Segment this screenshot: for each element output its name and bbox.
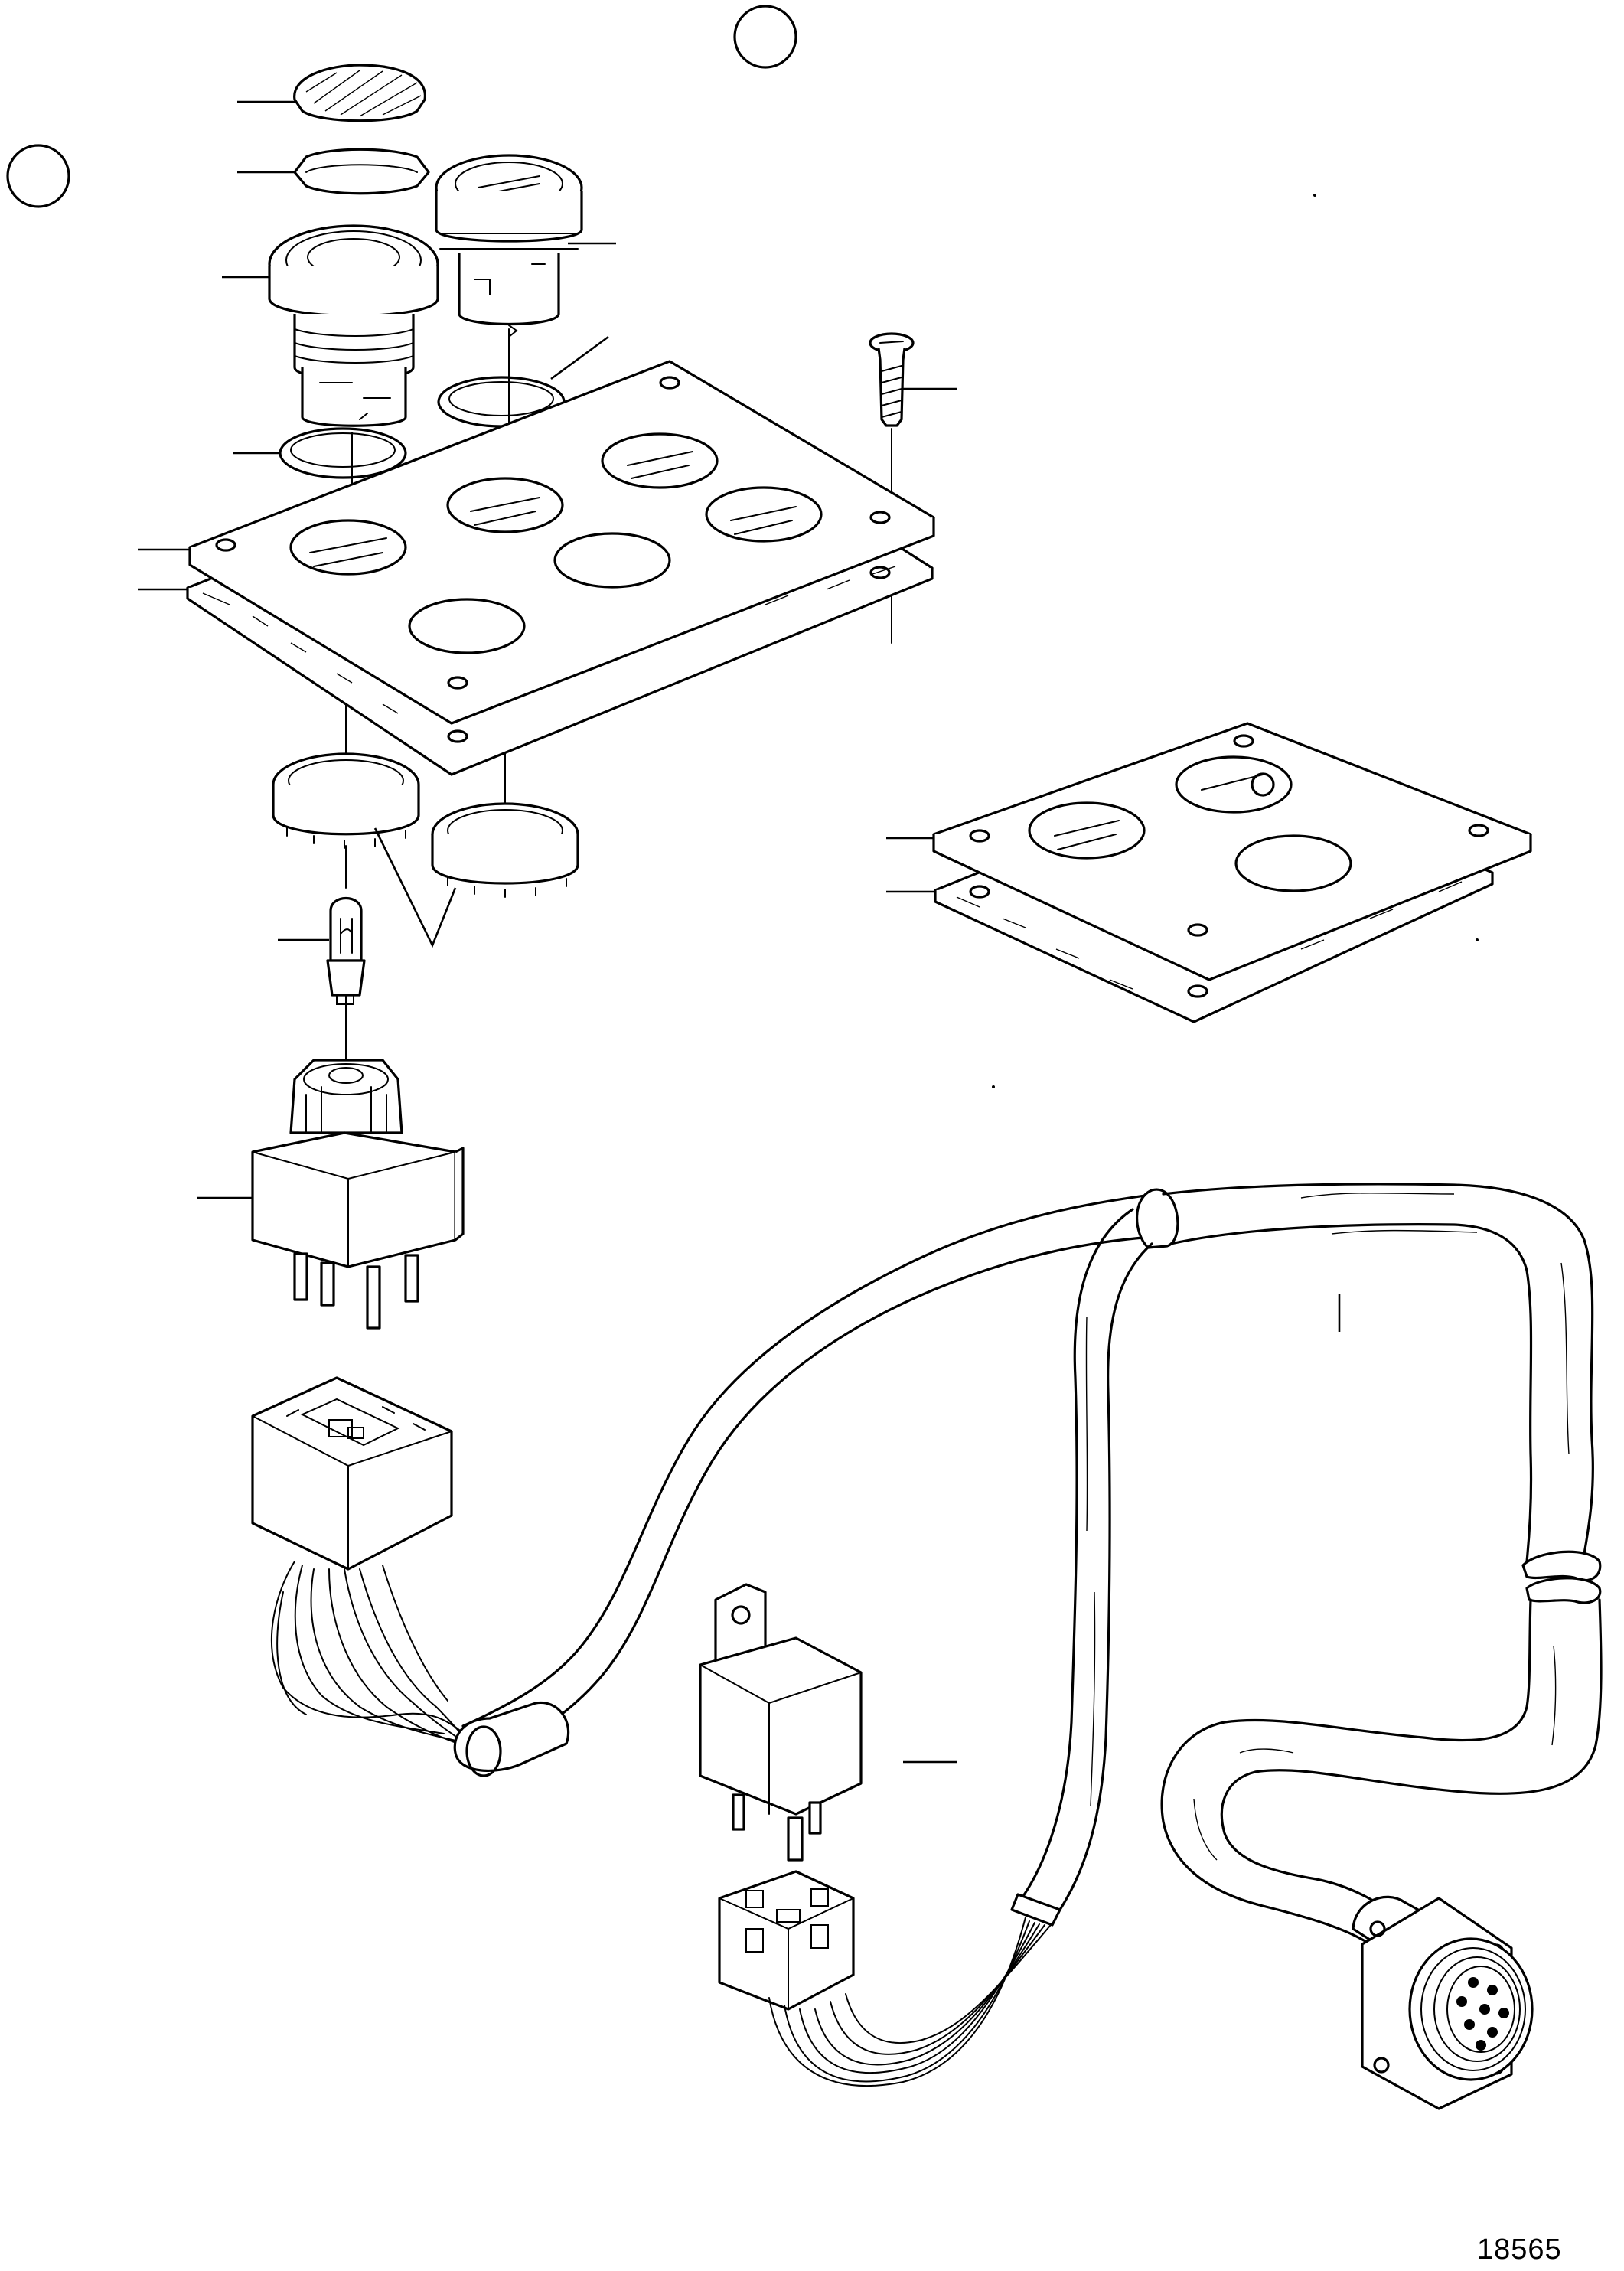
callout-circle-top <box>733 5 797 69</box>
relay-socket-wires <box>768 1917 1051 2087</box>
callout-circle-left <box>6 144 70 208</box>
relay <box>699 1583 863 1862</box>
lens-cap <box>293 64 426 122</box>
round-harness-connector <box>1352 1895 1534 2110</box>
retaining-nut-left <box>272 752 420 849</box>
warning-lamp-housing <box>268 224 439 427</box>
switch-panel-large <box>186 360 935 776</box>
switch-panel-small <box>932 722 1532 1023</box>
seal-disc <box>293 148 430 195</box>
leader-lines <box>138 100 1341 1764</box>
harness-connector-block <box>251 1376 453 1571</box>
nut-leader-v <box>373 827 457 948</box>
toggle-switch-housing <box>435 154 583 338</box>
mounting-screw <box>869 332 915 427</box>
relay-socket-connector <box>718 1870 855 2011</box>
lamp-bulb <box>326 896 366 1005</box>
retaining-nut-right <box>431 802 579 898</box>
wiring-harness-main <box>453 1183 1603 1946</box>
o-ring-left <box>279 427 407 479</box>
connector-wires <box>270 1561 475 1750</box>
bulb-holder-socket <box>251 1059 465 1330</box>
figure-number: 18565 <box>1477 2233 1562 2266</box>
